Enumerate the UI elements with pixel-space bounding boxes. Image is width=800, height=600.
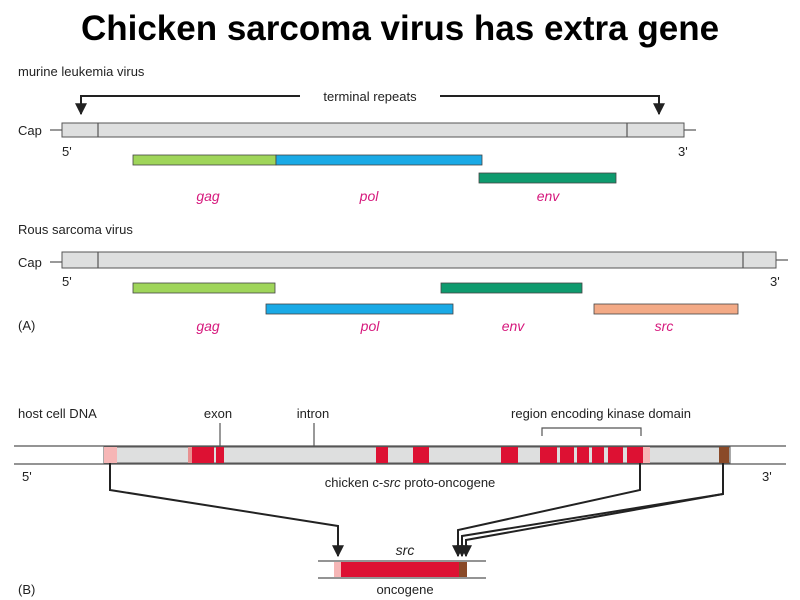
mlv-three-prime: 3'	[678, 144, 688, 159]
mlv-name: murine leukemia virus	[18, 64, 145, 79]
exon-label: exon	[204, 406, 232, 421]
rsv-src-bar	[593, 303, 739, 315]
exon-block	[608, 447, 623, 463]
splice-arrow-left	[109, 463, 344, 558]
host-five-prime: 5'	[22, 469, 32, 484]
kinase-bracket	[541, 427, 642, 436]
exon-block	[577, 447, 589, 463]
rsv-gag-bar	[132, 282, 276, 294]
mlv-pol-bar	[275, 154, 483, 166]
rsv-env-label: env	[502, 318, 526, 334]
rsv-name: Rous sarcoma virus	[18, 222, 133, 237]
exon-block	[501, 447, 518, 463]
rsv-pol-bar	[265, 303, 454, 315]
rsv-three-prime: 3'	[770, 274, 780, 289]
c-src-gene-label: chicken c-src proto-oncogene	[325, 475, 496, 490]
mlv-env-bar	[478, 172, 617, 184]
mlv-cap-label: Cap	[18, 123, 42, 138]
mlv-env-label: env	[537, 188, 561, 204]
rsv-genome-bar	[61, 251, 777, 269]
rsv-gag-label: gag	[196, 318, 220, 334]
panel-a-label: (A)	[18, 318, 35, 333]
rsv-five-prime: 5'	[62, 274, 72, 289]
exon-block	[627, 447, 643, 463]
exon-block	[192, 447, 214, 463]
rsv-pol-label: pol	[360, 318, 381, 334]
oncogene-utr-left	[334, 562, 341, 577]
repeats-label: terminal repeats	[323, 89, 417, 104]
mlv-genome-bar	[61, 122, 685, 138]
kinase-region-label: region encoding kinase domain	[511, 406, 691, 421]
oncogene-utr-right	[459, 562, 467, 577]
panel-b-label: (B)	[18, 582, 35, 597]
exon-block	[376, 447, 388, 463]
exon-block	[216, 447, 224, 463]
splice-arrow-middle	[452, 463, 641, 558]
mlv-gag-bar	[132, 154, 277, 166]
rsv-construct: Rous sarcoma virus Cap 5' 3' (A) gag pol…	[18, 222, 788, 334]
rsv-cap-label: Cap	[18, 255, 42, 270]
rsv-env-bar	[440, 282, 583, 294]
exon-block	[719, 447, 729, 463]
exon-block	[188, 447, 192, 463]
mlv-five-prime: 5'	[62, 144, 72, 159]
exon-block	[104, 447, 117, 463]
oncogene-label: oncogene	[376, 582, 433, 597]
page-title: Chicken sarcoma virus has extra gene	[81, 9, 719, 48]
host-dna-label: host cell DNA	[18, 406, 97, 421]
exon-block	[560, 447, 574, 463]
splice-arrow-right-2	[460, 493, 724, 558]
intron-label: intron	[297, 406, 330, 421]
host-three-prime: 3'	[762, 469, 772, 484]
rsv-src-label: src	[655, 318, 674, 334]
exon-block	[643, 447, 650, 463]
mlv-gag-label: gag	[196, 188, 220, 204]
exon-block	[413, 447, 429, 463]
exon-block	[540, 447, 557, 463]
splice-arrow-right-1	[456, 463, 724, 558]
host-dna-construct: host cell DNA exon intron region encodin…	[14, 406, 786, 597]
mlv-pol-label: pol	[359, 188, 380, 204]
oncogene-coding-block	[341, 562, 459, 577]
terminal-repeats-arrow: terminal repeats	[75, 89, 665, 116]
oncogene-src-label: src	[396, 542, 415, 558]
exon-block	[592, 447, 604, 463]
mlv-construct: murine leukemia virus terminal repeats C…	[18, 64, 696, 204]
